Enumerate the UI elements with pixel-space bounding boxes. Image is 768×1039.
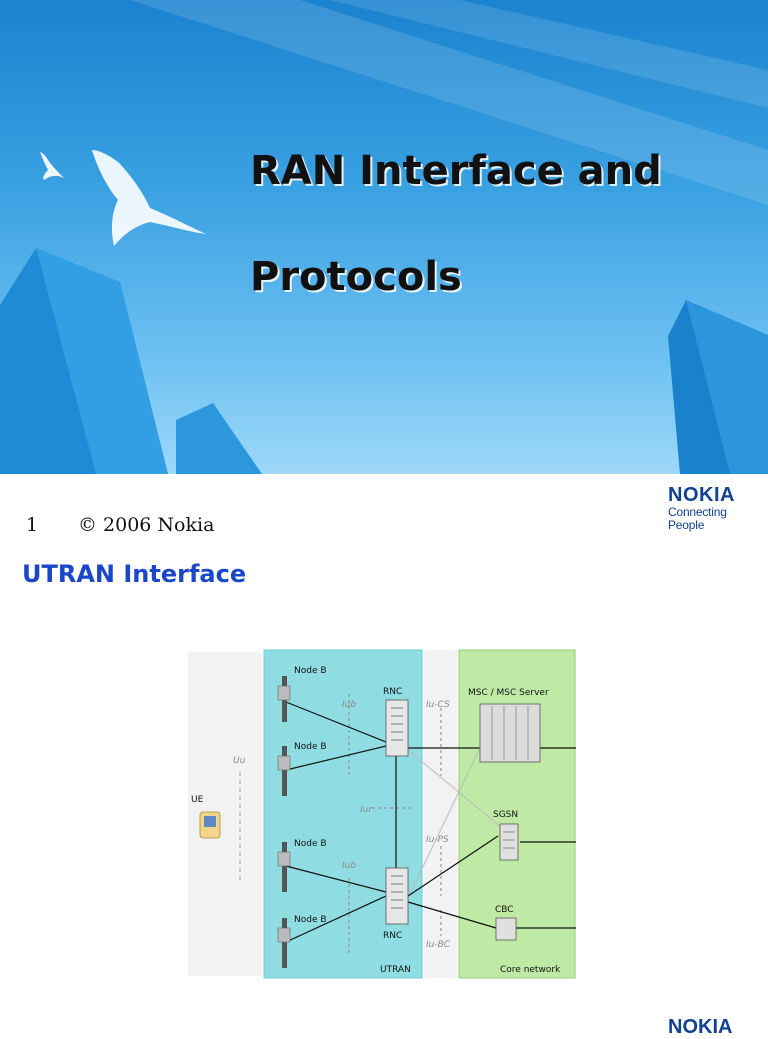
iu-bc-label: Iu-BC bbox=[426, 940, 451, 950]
nokia-wordmark: NOKIA bbox=[668, 484, 735, 506]
node-b-label: Node B bbox=[294, 915, 327, 925]
sgsn-server-icon bbox=[499, 823, 519, 861]
utran-panel-label: UTRAN bbox=[380, 965, 411, 975]
rnc-label: RNC bbox=[383, 931, 402, 941]
title-slide: RAN Interface and Protocols bbox=[0, 0, 768, 474]
small-bird-icon bbox=[40, 152, 64, 180]
utran-network-diagram: Node B Node B Node B Node B RNC RNC UE M… bbox=[188, 649, 576, 979]
nokia-tagline: Connecting People bbox=[668, 505, 727, 532]
msc-label: MSC / MSC Server bbox=[468, 688, 549, 698]
rnc-cabinet-icon bbox=[385, 699, 409, 757]
rnc-cabinet-icon bbox=[385, 867, 409, 925]
node-b-antenna-icon bbox=[277, 842, 291, 892]
link-rnc2-sgsn bbox=[407, 835, 499, 897]
iub-label: Iub bbox=[342, 861, 356, 871]
node-b-label: Node B bbox=[294, 839, 327, 849]
node-b-antenna-icon bbox=[277, 918, 291, 968]
slide-2-title: UTRAN Interface bbox=[22, 560, 247, 588]
rnc-label: RNC bbox=[383, 687, 402, 697]
node-b-label: Node B bbox=[294, 666, 327, 676]
ue-phone-icon bbox=[199, 811, 221, 839]
ue-label: UE bbox=[191, 795, 204, 805]
slide-number: 1 bbox=[26, 514, 39, 536]
node-b-antenna-icon bbox=[277, 676, 291, 722]
nokia-logo: NOKIA Connecting People bbox=[668, 484, 760, 532]
link-nodeb3-rnc2 bbox=[285, 865, 387, 893]
cbc-server-icon bbox=[495, 917, 517, 941]
uu-label: Uu bbox=[233, 756, 246, 766]
large-bird-icon bbox=[92, 150, 206, 246]
nokia-wordmark-partial: NOKIA bbox=[668, 1016, 733, 1038]
link-rnc2-cbc bbox=[407, 901, 497, 929]
sgsn-label: SGSN bbox=[493, 810, 518, 820]
slide-title-line-2: Protocols bbox=[250, 254, 462, 300]
sky-background-art bbox=[0, 0, 768, 474]
link-nodeb4-rnc2 bbox=[285, 895, 387, 943]
iu-cs-label: Iu-CS bbox=[426, 700, 450, 710]
link-nodeb2-rnc1 bbox=[285, 745, 387, 771]
slide-title-line-1: RAN Interface and bbox=[250, 148, 662, 194]
cbc-label: CBC bbox=[495, 905, 514, 915]
core-network-panel-label: Core network bbox=[500, 965, 561, 975]
ue-panel bbox=[188, 652, 262, 976]
iur-label: Iur bbox=[360, 805, 373, 815]
iub-label: Iub bbox=[342, 700, 356, 710]
link-rnc2-msc bbox=[407, 747, 481, 899]
msc-server-icon bbox=[479, 703, 541, 763]
link-rnc1-sgsn bbox=[407, 749, 503, 829]
link-nodeb1-rnc1 bbox=[285, 701, 387, 743]
node-b-label: Node B bbox=[294, 742, 327, 752]
node-b-antenna-icon bbox=[277, 746, 291, 796]
iu-ps-label: Iu-PS bbox=[426, 835, 449, 845]
copyright-text: © 2006 Nokia bbox=[78, 514, 215, 536]
